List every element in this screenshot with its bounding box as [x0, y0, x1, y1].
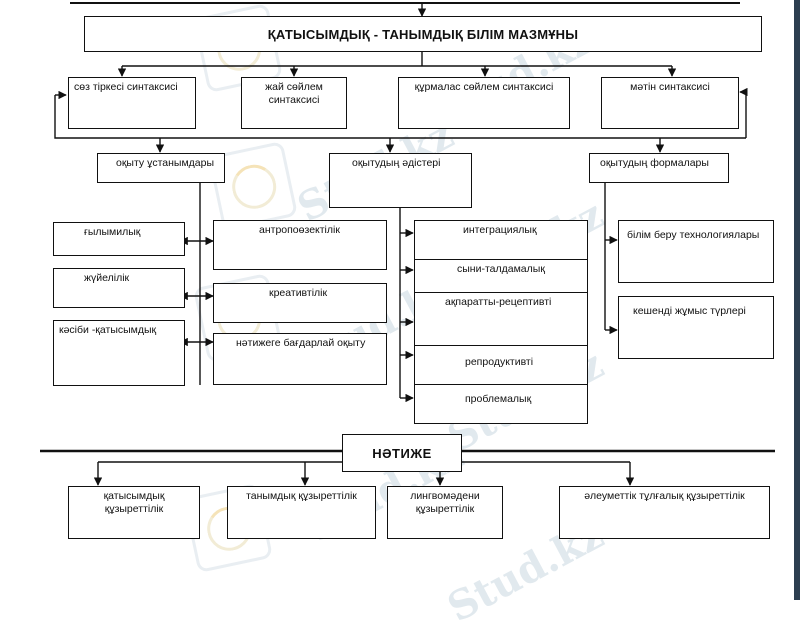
principle-left-item: ғылымилық — [53, 222, 185, 256]
method-item: ақпаратты-рецептивті — [414, 292, 588, 346]
syntax-item: мәтін синтаксисі — [601, 77, 739, 129]
form-item: кешенді жұмыс түрлері — [618, 296, 774, 359]
result-item: танымдық құзыреттілік — [227, 486, 376, 539]
result-item: әлеуметтік тұлғалық құзыреттілік — [559, 486, 770, 539]
window-edge — [794, 0, 800, 600]
principle-right-item: креативтілік — [213, 283, 387, 323]
method-item: сыни-талдамалық — [414, 259, 588, 293]
forms-title: оқытудың формалары — [589, 153, 729, 183]
principle-left-item: жүйелілік — [53, 268, 185, 308]
principle-left-item: кәсіби -қатысымдық — [53, 320, 185, 386]
method-item: проблемалық — [414, 384, 588, 424]
form-item: білім беру технологиялары — [618, 220, 774, 283]
method-item: репродуктивті — [414, 345, 588, 385]
principles-title: оқыту ұстанымдары — [97, 153, 225, 183]
page-title: ҚАТЫСЫМДЫҚ - ТАНЫМДЫҚ БІЛІМ МАЗМҰНЫ — [84, 16, 762, 52]
syntax-item: жай сөйлем синтаксисі — [241, 77, 347, 129]
syntax-item: сөз тіркесі синтаксисі — [68, 77, 196, 129]
syntax-item: құрмалас сөйлем синтаксисі — [398, 77, 570, 129]
principle-right-item: антропоөзектілік — [213, 220, 387, 270]
result-item: қатысымдық құзыреттілік — [68, 486, 200, 539]
methods-title: оқытудың әдістері — [329, 153, 472, 208]
method-item: интеграциялық — [414, 220, 588, 260]
result-item: лингвомәдени құзыреттілік — [387, 486, 503, 539]
principle-right-item: нәтижеге бағдарлай оқыту — [213, 333, 387, 385]
result-title: НӘТИЖЕ — [342, 434, 462, 472]
